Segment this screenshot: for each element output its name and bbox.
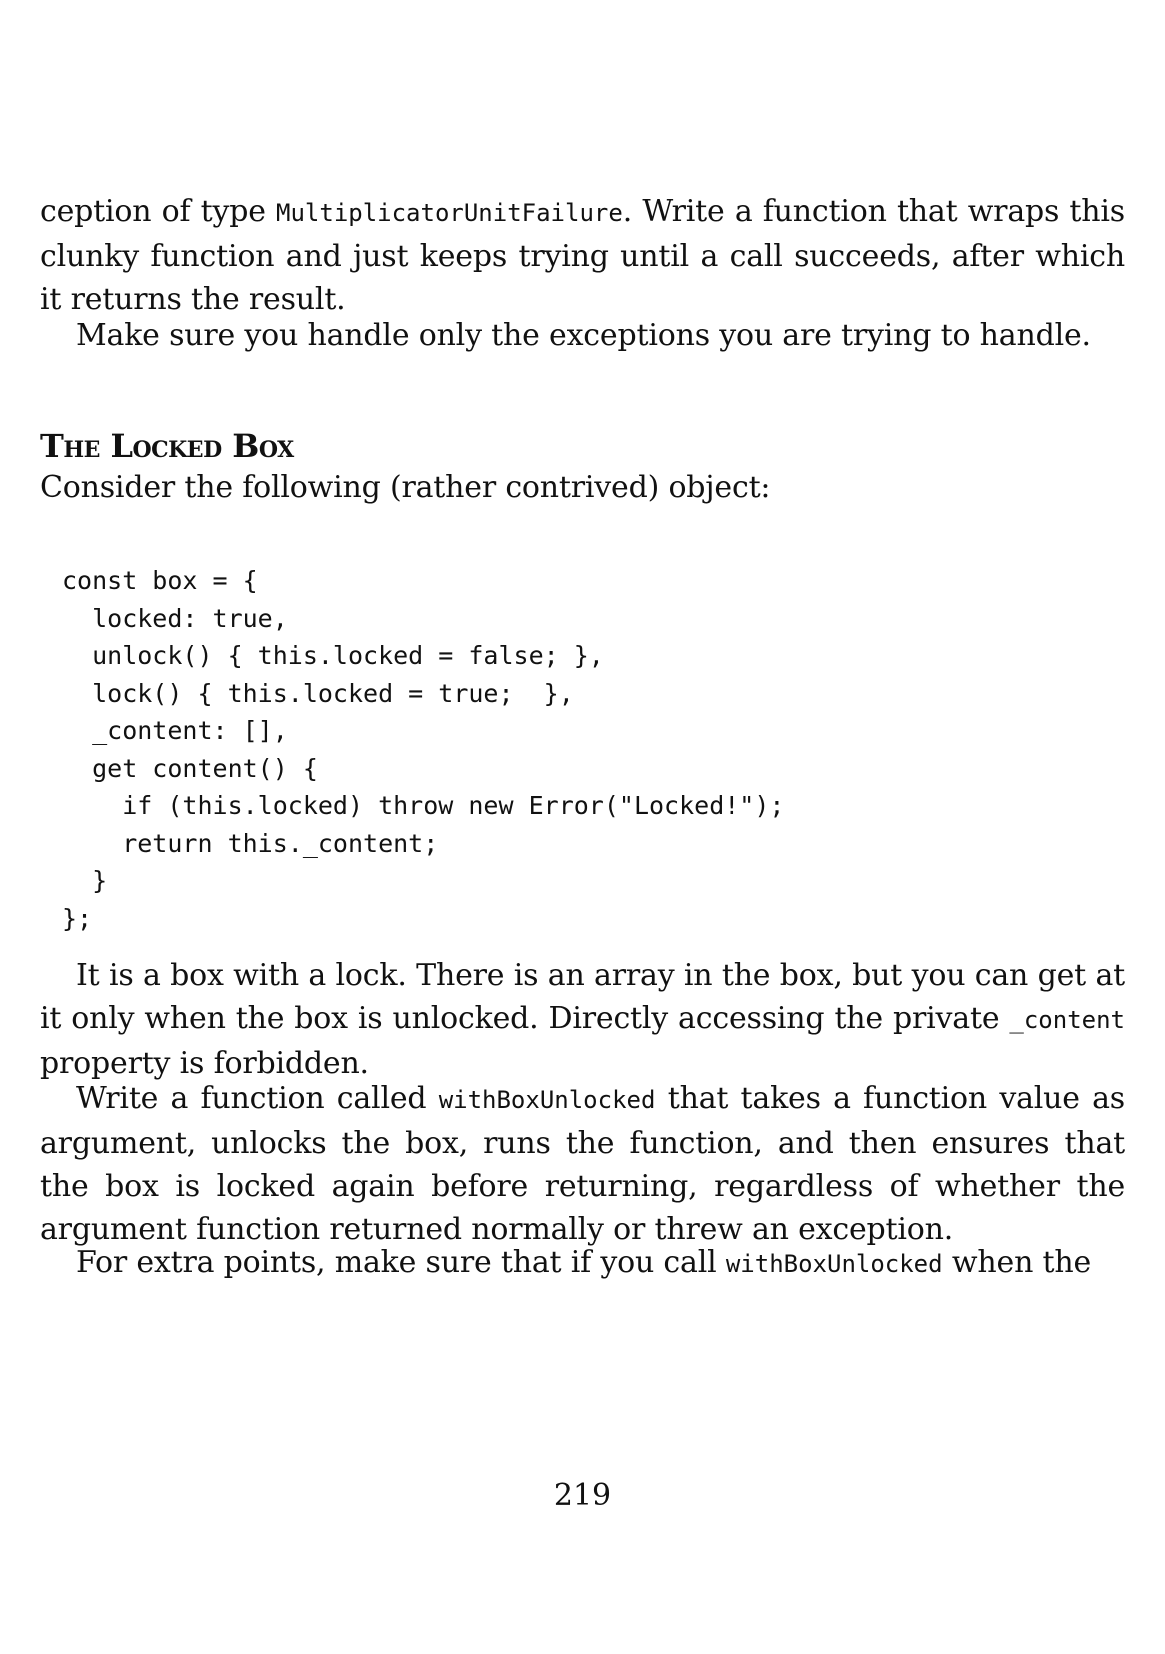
paragraph-text: . Write a function that wraps this clunk… (40, 194, 1125, 317)
inline-code-exception-type: MultiplicatorUnitFailure (276, 199, 623, 227)
paragraph-box-description: It is a box with a lock. There is an arr… (40, 954, 1125, 1085)
paragraph-text: property is forbidden. (40, 1046, 369, 1081)
book-page: ception of type MultiplicatorUnitFailure… (40, 0, 1125, 1654)
paragraph-text: when the (942, 1245, 1092, 1280)
paragraph-extra-points: For extra points, make sure that if you … (40, 1241, 1125, 1286)
inline-code-content-property: _content (1009, 1006, 1125, 1034)
inline-code-function-name: withBoxUnlocked (725, 1250, 943, 1278)
paragraph-text: that takes a function value as argument,… (40, 1081, 1125, 1247)
paragraph-handle-exceptions: Make sure you handle only the exceptions… (40, 314, 1125, 357)
paragraph-text: For extra points, make sure that if you … (76, 1245, 726, 1280)
paragraph-text: It is a box with a lock. There is an arr… (40, 958, 1125, 1036)
paragraph-text: Make sure you handle only the exceptions… (76, 318, 1091, 353)
paragraph-text: ception of type (40, 194, 277, 229)
paragraph-consider-object: Consider the following (rather contrived… (40, 466, 1125, 509)
paragraph-text: Consider the following (rather contrived… (40, 470, 771, 505)
inline-code-function-name: withBoxUnlocked (438, 1086, 656, 1114)
page-number: 219 (553, 1478, 612, 1513)
paragraph-text: Write a function called (76, 1081, 439, 1116)
section-heading: The Locked Box (40, 427, 294, 465)
code-block-box-object: const box = { locked: true, unlock() { t… (62, 566, 785, 933)
paragraph-exception-retry: ception of type MultiplicatorUnitFailure… (40, 190, 1125, 321)
paragraph-write-function: Write a function called withBoxUnlocked … (40, 1077, 1125, 1251)
